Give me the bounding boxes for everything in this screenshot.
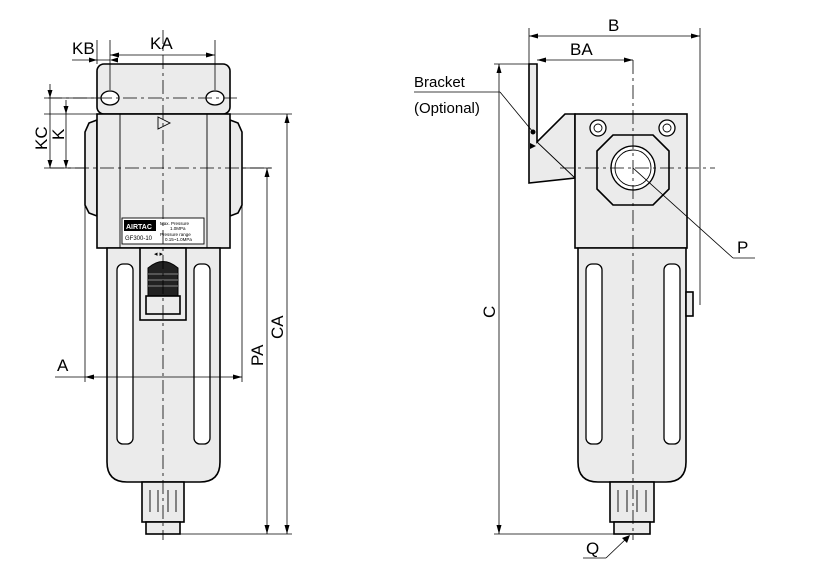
bowl-window-left — [116, 263, 134, 445]
lock-dial — [147, 261, 179, 297]
arrow-k-2 — [63, 160, 69, 168]
label-ba: BA — [570, 40, 593, 59]
arrow-ca-1 — [284, 114, 290, 123]
label-ca: CA — [268, 315, 287, 339]
arrow-pa-1 — [264, 168, 270, 177]
arrow-ba-2 — [624, 57, 633, 63]
label-k: K — [49, 128, 68, 140]
arrow-c-1 — [496, 64, 502, 73]
bracket-leader — [499, 91, 534, 133]
arrow-kc-2 — [47, 160, 53, 168]
spec-line-3: Pressure range — [160, 232, 191, 237]
arrow-kc-1 — [47, 90, 53, 98]
spec-line-1: Max. Pressure — [160, 221, 190, 226]
label-a: A — [57, 356, 69, 375]
label-q: Q — [586, 539, 599, 558]
label-optional: (Optional) — [414, 100, 480, 117]
side-view: B BA Bracket (Optional) P C Q — [414, 16, 755, 559]
arrow-k-1 — [63, 106, 69, 114]
bolt-left-inner — [593, 123, 603, 133]
arrow-pa-2 — [264, 525, 270, 534]
model-text: GF300-10 — [125, 236, 153, 242]
label-pa: PA — [248, 344, 267, 366]
spec-line-2: 1.0MPa — [170, 226, 186, 231]
arrow-a-1 — [85, 374, 94, 380]
label-p: P — [737, 238, 748, 257]
arrow-ca-2 — [284, 525, 290, 534]
flow-arrow-icon — [157, 116, 172, 130]
bowl — [106, 247, 221, 483]
side-drain-tip — [613, 521, 651, 535]
label-kb: KB — [72, 39, 95, 58]
label-kc: KC — [32, 126, 51, 150]
arrow-b-2 — [691, 33, 700, 39]
side-drain — [609, 481, 655, 523]
label-bracket: Bracket — [414, 74, 466, 91]
bracket-body — [528, 63, 576, 184]
arrow-ba-1 — [537, 57, 546, 63]
side-bowl — [577, 247, 687, 483]
label-c: C — [480, 306, 499, 318]
logo-text: AIRTAC — [126, 224, 152, 231]
arrow-c-2 — [496, 525, 502, 534]
p-leader — [632, 167, 734, 259]
side-window-left — [585, 263, 603, 445]
q-leader — [605, 536, 629, 559]
arrow-kb-2 — [110, 57, 118, 63]
arrow-b-1 — [529, 33, 538, 39]
bolt-right-inner — [662, 123, 672, 133]
bracket-plate — [96, 63, 231, 115]
arrow-q — [622, 535, 630, 543]
spec-line-4: 0.15~1.0MPa — [165, 237, 192, 242]
bracket-mark-icon — [530, 143, 536, 149]
bolt-right — [658, 119, 676, 137]
bowl-window-right — [193, 263, 211, 445]
arrow-kb-1 — [89, 57, 97, 63]
logo-box — [124, 220, 156, 231]
side-window-right — [663, 263, 681, 445]
bracket-gusset — [536, 141, 576, 179]
label-b: B — [608, 16, 619, 35]
arrow-a-2 — [233, 374, 242, 380]
arrow-ka-1 — [110, 52, 119, 58]
label-ka: KA — [150, 34, 173, 53]
bolt-left — [589, 119, 607, 137]
side-lock-tab — [685, 291, 694, 317]
front-view: AIRTAC GF300-10 Max. Pressure 1.0MPa Pre… — [32, 30, 292, 540]
lock-arrows-icon: ◂ ▸ — [154, 251, 163, 258]
arrow-ka-2 — [206, 52, 215, 58]
